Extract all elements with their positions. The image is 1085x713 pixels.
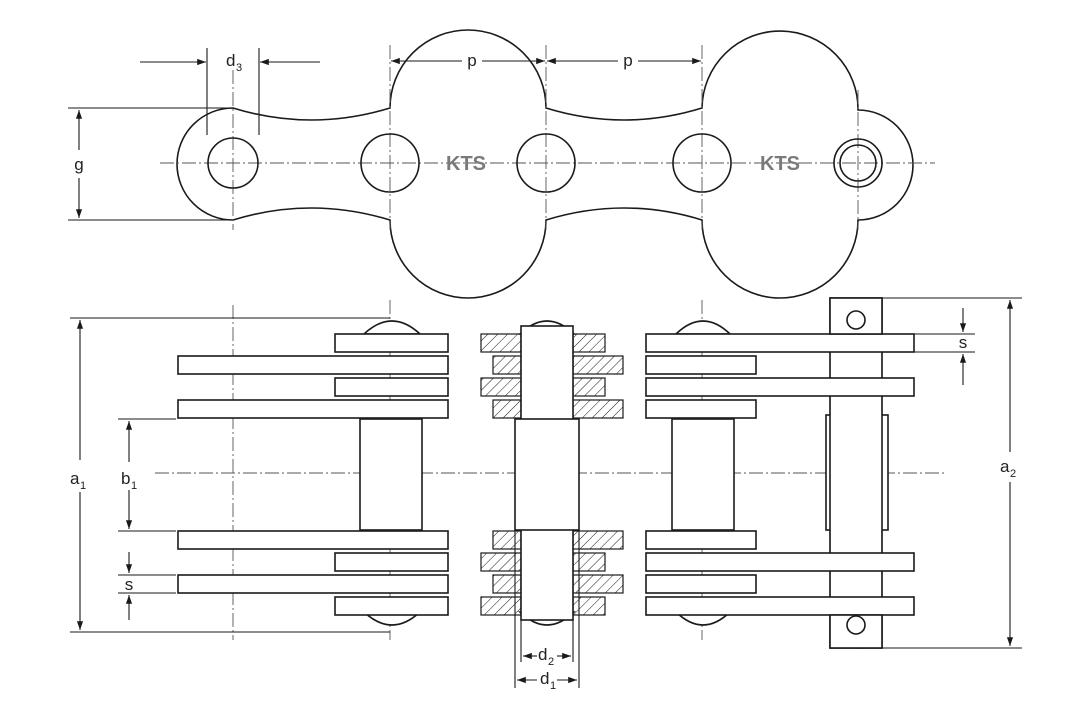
outer-plate [334,596,449,616]
roller-circle [672,133,732,193]
inner-plate [177,574,449,594]
dimension-a2: a 2 [882,297,1022,649]
outer-plate [645,333,915,353]
link-hole [207,137,259,189]
dimension-s-right: s [914,308,975,385]
watermark-text: KTS [446,153,486,175]
b1-label-subscript: 1 [131,480,137,492]
inner-plate [177,530,449,550]
dimension-d1: d 1 [514,530,580,692]
inner-plate [645,530,757,550]
dimension-s-left: s [118,552,176,620]
bushing-outer-circle [833,138,883,188]
outer-plate [645,552,915,572]
dimension-g: g [68,107,232,221]
inner-plate [177,355,449,375]
b1-label: b [121,469,130,488]
inner-plate [645,574,757,594]
inner-plate [177,399,449,419]
dimension-d3: d 3 [140,48,320,135]
chain-side-view [160,29,935,299]
roller [359,418,423,531]
a2-label: a [1000,457,1010,476]
d3-label: d [226,51,235,70]
outer-plate [334,552,449,572]
pitch-label: p [467,51,476,70]
dimension-a1: a 1 [70,317,390,633]
connecting-pin-end [829,614,883,649]
d2-label-subscript: 2 [548,656,554,668]
outer-plate [334,377,449,397]
pin-circle [839,144,877,182]
cotter-pin-hole [846,310,866,330]
outer-plate [334,333,449,353]
rivet-head [361,320,423,335]
a1-label-subscript: 1 [80,480,86,492]
outer-plate [645,596,915,616]
d1-label-subscript: 1 [550,680,556,692]
s-label: s [959,333,968,352]
connecting-pin-end [829,297,883,335]
dimension-b1: b 1 [118,418,176,532]
roller [671,418,735,531]
dimension-pitch: p p [391,51,701,70]
roller-circle [360,133,420,193]
chain-outline [176,29,914,299]
dimension-d2: d 2 [520,620,574,668]
outer-plate [645,377,915,397]
inner-plate [645,355,757,375]
d2-label: d [538,645,547,664]
chain-plan-view [155,297,945,650]
d3-label-subscript: 3 [236,62,242,74]
inner-plate [645,399,757,419]
watermark-text: KTS [760,153,800,175]
rivet-head [674,320,732,335]
d1-label: d [540,669,549,688]
roller-circle [516,133,576,193]
a1-label: a [70,469,80,488]
g-label: g [74,155,83,174]
s-label: s [125,575,134,594]
cotter-pin-hole [846,615,866,635]
pitch-label: p [623,51,632,70]
center-roller [514,418,580,531]
a2-label-subscript: 2 [1010,468,1016,480]
